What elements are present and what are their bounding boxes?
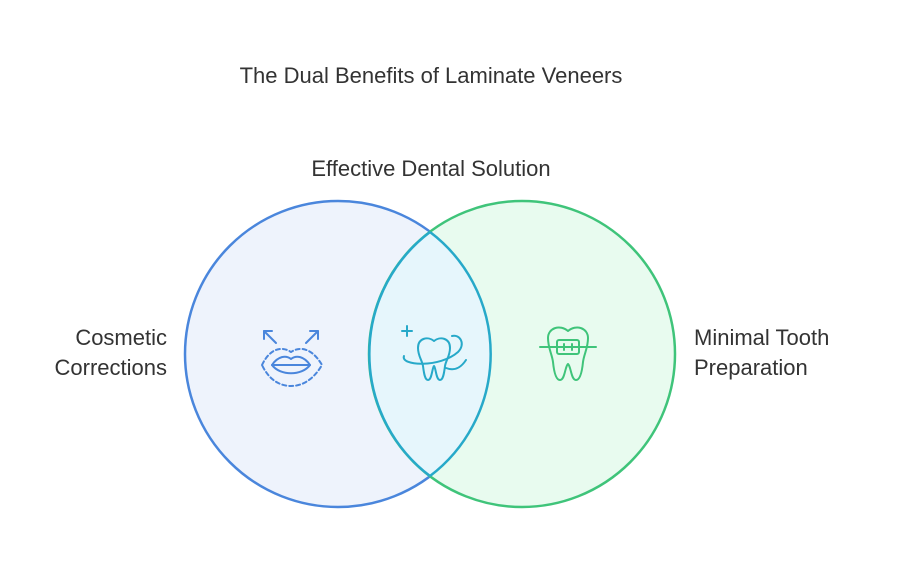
set-label-line: Cosmetic [75, 325, 167, 350]
overlap-label: Effective Dental Solution [311, 156, 551, 181]
lips-icon [261, 330, 323, 387]
overlap-border [368, 231, 431, 477]
set-label-line: Minimal Tooth [694, 325, 830, 350]
set-label-line: Corrections [54, 355, 167, 380]
overlap-border [429, 231, 492, 477]
clean-tooth-icon [401, 325, 467, 381]
set-label-cosmetic-corrections: Cosmetic Corrections [55, 323, 167, 383]
set-label-line: Preparation [694, 355, 808, 380]
tooth-braces-icon [539, 326, 597, 381]
venn-overlap-region [369, 201, 491, 507]
set-label-minimal-tooth-preparation: Minimal Tooth Preparation [694, 323, 829, 383]
diagram-title: The Dual Benefits of Laminate Veneers [239, 63, 623, 88]
